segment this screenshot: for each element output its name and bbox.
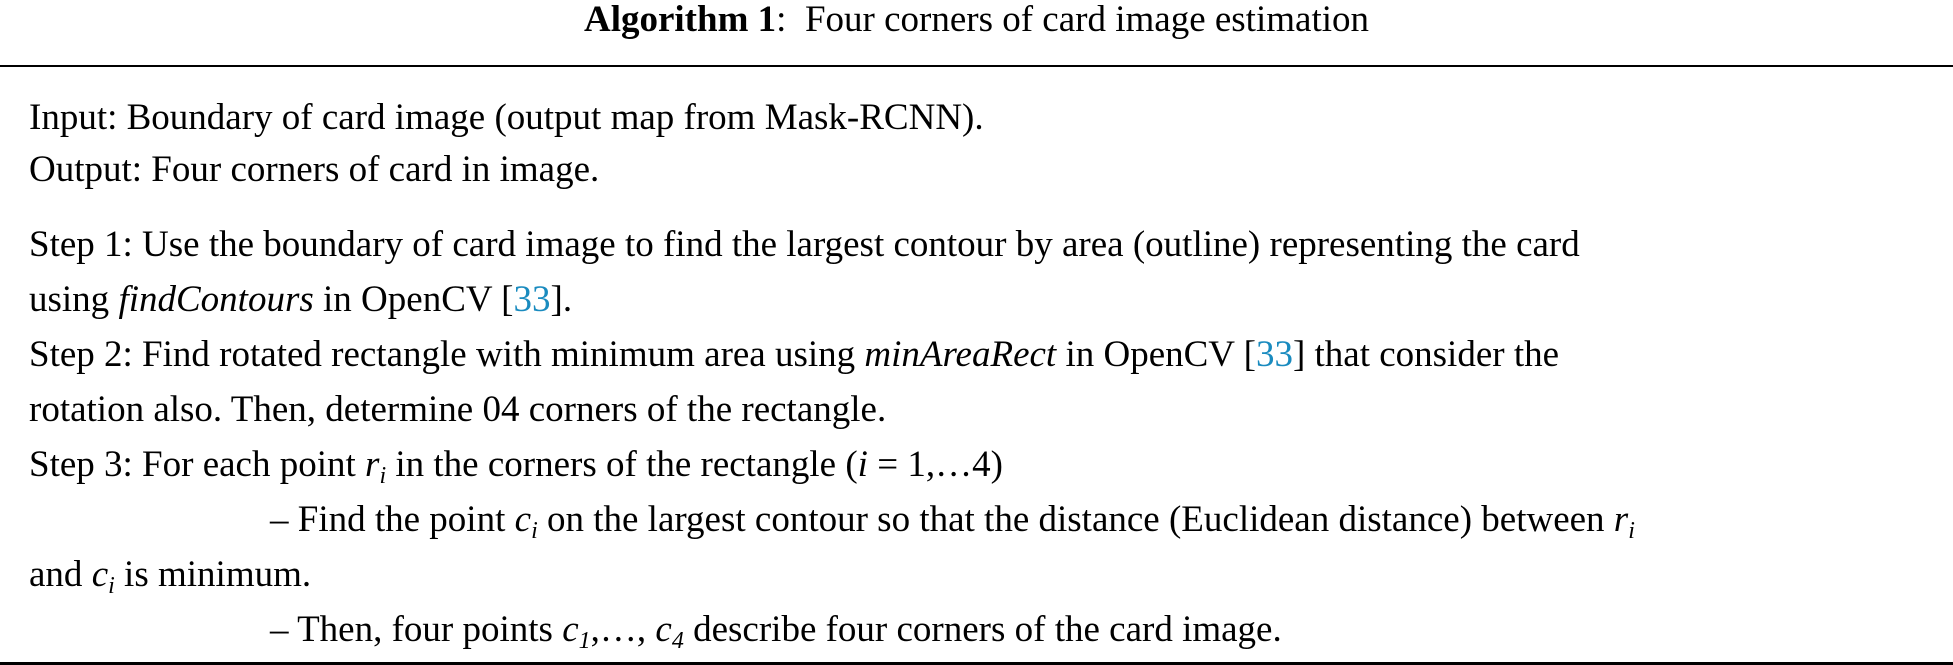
text: in OpenCV [ [313,279,514,320]
subscript-i: i [379,463,387,489]
output-line: Output: Four corners of card in image. [29,149,600,190]
citation-link-33[interactable]: 33 [1255,334,1293,375]
step3-substep1: – Find the point ci on the largest conto… [270,499,1635,544]
text: using [29,279,119,320]
variable-c: c [514,499,532,540]
citation-link-33[interactable]: 33 [513,279,551,320]
text: Step 2: Find rotated rectangle with mini… [29,334,865,375]
input-line: Input: Boundary of card image (output ma… [29,97,984,138]
algorithm-caption: Algorithm 1: Four corners of card image … [0,0,1953,40]
step2-line2: rotation also. Then, determine 04 corner… [29,389,887,430]
text: is minimum. [114,554,312,595]
algorithm-label: Algorithm 1 [583,0,777,40]
step1-line2: using findContours in OpenCV [33]. [29,279,572,321]
top-rule [0,65,1953,67]
subscript-i: i [531,518,538,544]
text: ,…, [590,609,656,650]
variable-c: c [562,609,579,650]
step3-line1: Step 3: For each point ri in the corners… [29,444,1003,489]
step3-substep2: – Then, four points c1,…, c4 describe fo… [270,609,1282,654]
text: describe four corners of the card image. [683,609,1282,650]
algorithm-title: Four corners of card image estimation [804,0,1370,40]
text: on the largest contour so that the dista… [537,499,1614,540]
caption-separator: : [776,0,787,40]
subscript-4: 4 [671,628,684,654]
text: – Then, four points [270,609,563,650]
text: ]. [550,279,573,320]
text: = 1,…4) [867,444,1003,485]
text: in the corners of the rectangle ( [386,444,858,485]
text: ] that consider the [1292,334,1560,375]
text: – Find the point [270,499,515,540]
variable-i: i [857,444,868,485]
subscript-i: i [108,573,115,599]
variable-c: c [91,554,109,595]
subscript-i: i [1628,518,1635,544]
function-name-minarearect: minAreaRect [864,334,1057,375]
bottom-rule [0,662,1953,665]
variable-r: r [365,444,380,485]
variable-c: c [655,609,672,650]
text: in OpenCV [ [1056,334,1256,375]
function-name-findcontours: findContours [118,279,314,320]
variable-r: r [1613,499,1629,540]
text: and [29,554,92,595]
step2-line1: Step 2: Find rotated rectangle with mini… [29,334,1559,376]
step1-line1: Step 1: Use the boundary of card image t… [29,224,1580,265]
text: Step 3: For each point [29,444,366,485]
step3-substep1-continuation: and ci is minimum. [29,554,312,599]
subscript-1: 1 [578,628,591,654]
